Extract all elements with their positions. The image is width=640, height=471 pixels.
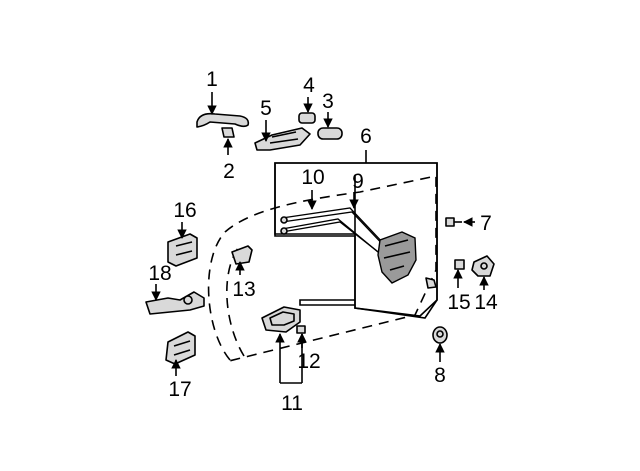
lock-screw-part bbox=[425, 277, 437, 289]
callout-5: 5 bbox=[260, 97, 272, 120]
callout-15: 15 bbox=[447, 291, 470, 314]
callout-18: 18 bbox=[148, 262, 171, 285]
callout-12: 12 bbox=[297, 350, 320, 373]
callout-4: 4 bbox=[303, 74, 315, 97]
callout-13: 13 bbox=[232, 278, 255, 301]
handle-frame-part bbox=[254, 127, 311, 151]
callout-3: 3 bbox=[322, 90, 334, 113]
callout-1: 1 bbox=[206, 68, 218, 91]
lower-hinge-part bbox=[165, 331, 196, 365]
callout-2: 2 bbox=[223, 160, 235, 183]
inside-handle-screw-part bbox=[296, 325, 306, 334]
leader-lines bbox=[151, 92, 489, 384]
inside-handle-part bbox=[261, 306, 301, 333]
bolt-part bbox=[454, 259, 465, 270]
door-check-part bbox=[145, 291, 205, 315]
striker-part bbox=[471, 255, 495, 277]
callout-9: 9 bbox=[352, 170, 364, 193]
callout-7: 7 bbox=[480, 212, 492, 235]
handle-clip-part bbox=[221, 127, 235, 138]
lock-cables bbox=[280, 207, 389, 256]
grommet-part bbox=[432, 326, 448, 344]
screw-part bbox=[445, 217, 462, 227]
outside-handle-part bbox=[196, 112, 250, 128]
callout-16: 16 bbox=[173, 199, 196, 222]
callout-10: 10 bbox=[301, 166, 324, 189]
key-cylinder-cap-part bbox=[298, 112, 316, 124]
callout-labels: 1 2 3 4 5 6 7 8 9 10 11 12 13 14 15 16 1… bbox=[148, 68, 498, 415]
callout-14: 14 bbox=[474, 291, 498, 314]
door-lock-assembly-part bbox=[377, 231, 417, 284]
callout-17: 17 bbox=[168, 378, 191, 401]
lock-assembly-panel bbox=[274, 150, 438, 319]
callout-8: 8 bbox=[434, 364, 446, 387]
upper-hinge-part bbox=[167, 233, 198, 267]
callout-6: 6 bbox=[360, 125, 372, 148]
handle-cover-part bbox=[317, 127, 343, 140]
callout-11: 11 bbox=[281, 392, 303, 415]
inside-handle-bezel-part bbox=[231, 245, 253, 265]
